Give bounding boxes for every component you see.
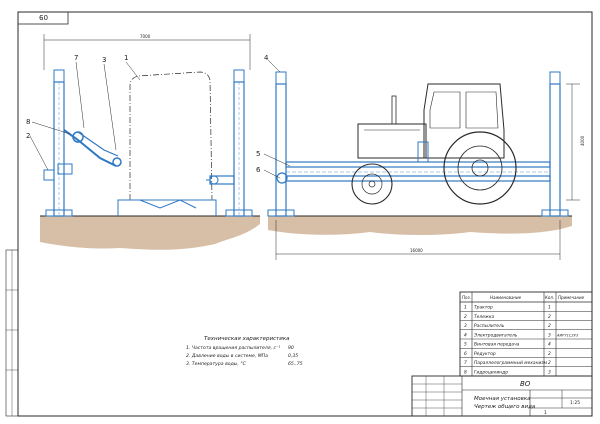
characteristics-value-3: 65..75 [288,361,303,367]
binding-strip [5,249,19,417]
spray-mechanism-left [43,129,122,181]
ground-left [40,215,260,250]
spray-nozzle-left-view [206,175,235,185]
spec-cell-name: Редуктор [474,351,496,357]
title-line-1: Моечная установка [474,396,531,402]
characteristics-item-3: 3. Температура воды, °С [186,361,247,367]
title-line-2: Чертеж общего вида [474,404,536,410]
spec-cell-qty: 2 [548,314,551,320]
scale-value: 1:25 [570,400,580,406]
spec-cell-pos: 2 [464,314,467,320]
spec-header-pos: Поз. [462,295,471,300]
dimension-top-label: 7000 [140,34,151,39]
spec-cell-pos: 1 [464,305,467,311]
left-column-a [45,69,73,217]
spec-cell-pos: 4 [464,332,467,338]
sheet-border [17,11,593,417]
ground-right [268,215,572,235]
callout-6: 6 [256,166,261,174]
characteristics-block: Техническая характеристика 1. Частота вр… [186,336,303,367]
dimension-top: 7000 [43,34,251,70]
spec-cell-name: Гидроцилиндр [474,369,508,375]
characteristics-value-1: 90 [288,345,294,351]
characteristics-item-2: 2. Давление воды в системе, МПа [186,353,268,359]
callouts-right: 4 5 6 [256,54,291,179]
dimension-bottom-label: 16000 [410,248,423,253]
tractor-outline-front [117,71,217,216]
callout-4: 4 [264,54,269,62]
sheet-stamp: 09 [17,11,69,25]
characteristics-heading: Техническая характеристика [204,336,290,342]
left-column-b [225,69,253,217]
callout-8: 8 [26,118,30,126]
spec-cell-qty: 3 [548,369,551,375]
dimension-height: 4000 [566,83,585,201]
spec-cell-qty: 2 [548,351,551,357]
spec-cell-name: Трактор [474,305,493,311]
spec-cell-name: Винтовая передача [474,342,520,348]
tractor-side-view [351,83,517,205]
dimension-height-label: 4000 [580,135,585,146]
sheet-stamp-text: 09 [39,13,48,21]
right-column-b [541,71,569,217]
spec-table: Поз. Наименование Кол. Примечание 1 Тракт… [459,291,593,377]
spec-cell-note: АИР71С2У3 [556,333,579,337]
callout-5: 5 [256,150,260,158]
title-block: ВО Моечная установка Чертеж общего вида … [411,375,593,417]
spec-cell-name: Параллелограммный механизм [474,360,548,366]
callout-2: 2 [26,132,30,140]
spec-cell-pos: 7 [464,360,467,366]
spec-cell-name: Электродвигатель [473,332,518,338]
spec-cell-pos: 8 [464,369,467,375]
page-number: 1 [544,410,547,416]
spec-header-name: Наименование [490,295,522,300]
callout-1: 1 [124,54,128,62]
spec-cell-qty: 1 [548,305,551,311]
spec-cell-qty: 4 [548,342,551,348]
design-number: ВО [520,380,531,388]
characteristics-value-2: 0,35 [288,353,298,359]
callouts-left: 7 3 1 8 2 [26,54,141,171]
spec-cell-pos: 5 [464,342,467,348]
spec-cell-name: Тележка [474,314,494,320]
carriage-beams [276,161,551,184]
dimension-bottom: 16000 [275,220,561,260]
spec-cell-qty: 3 [548,332,551,338]
callout-3: 3 [102,56,106,64]
spec-cell-pos: 6 [464,351,467,357]
characteristics-item-1: 1. Частота вращения распылителя, с⁻¹ [186,345,280,351]
spec-header-note: Примечание [558,295,585,300]
callout-7: 7 [74,54,78,62]
spec-cell-name: Распылитель [474,323,505,329]
right-column-a [267,71,295,217]
spec-header-qty: Кол. [545,295,554,300]
spec-cell-qty: 2 [548,360,551,366]
spec-cell-pos: 3 [464,323,467,329]
spec-cell-qty: 2 [548,323,551,329]
